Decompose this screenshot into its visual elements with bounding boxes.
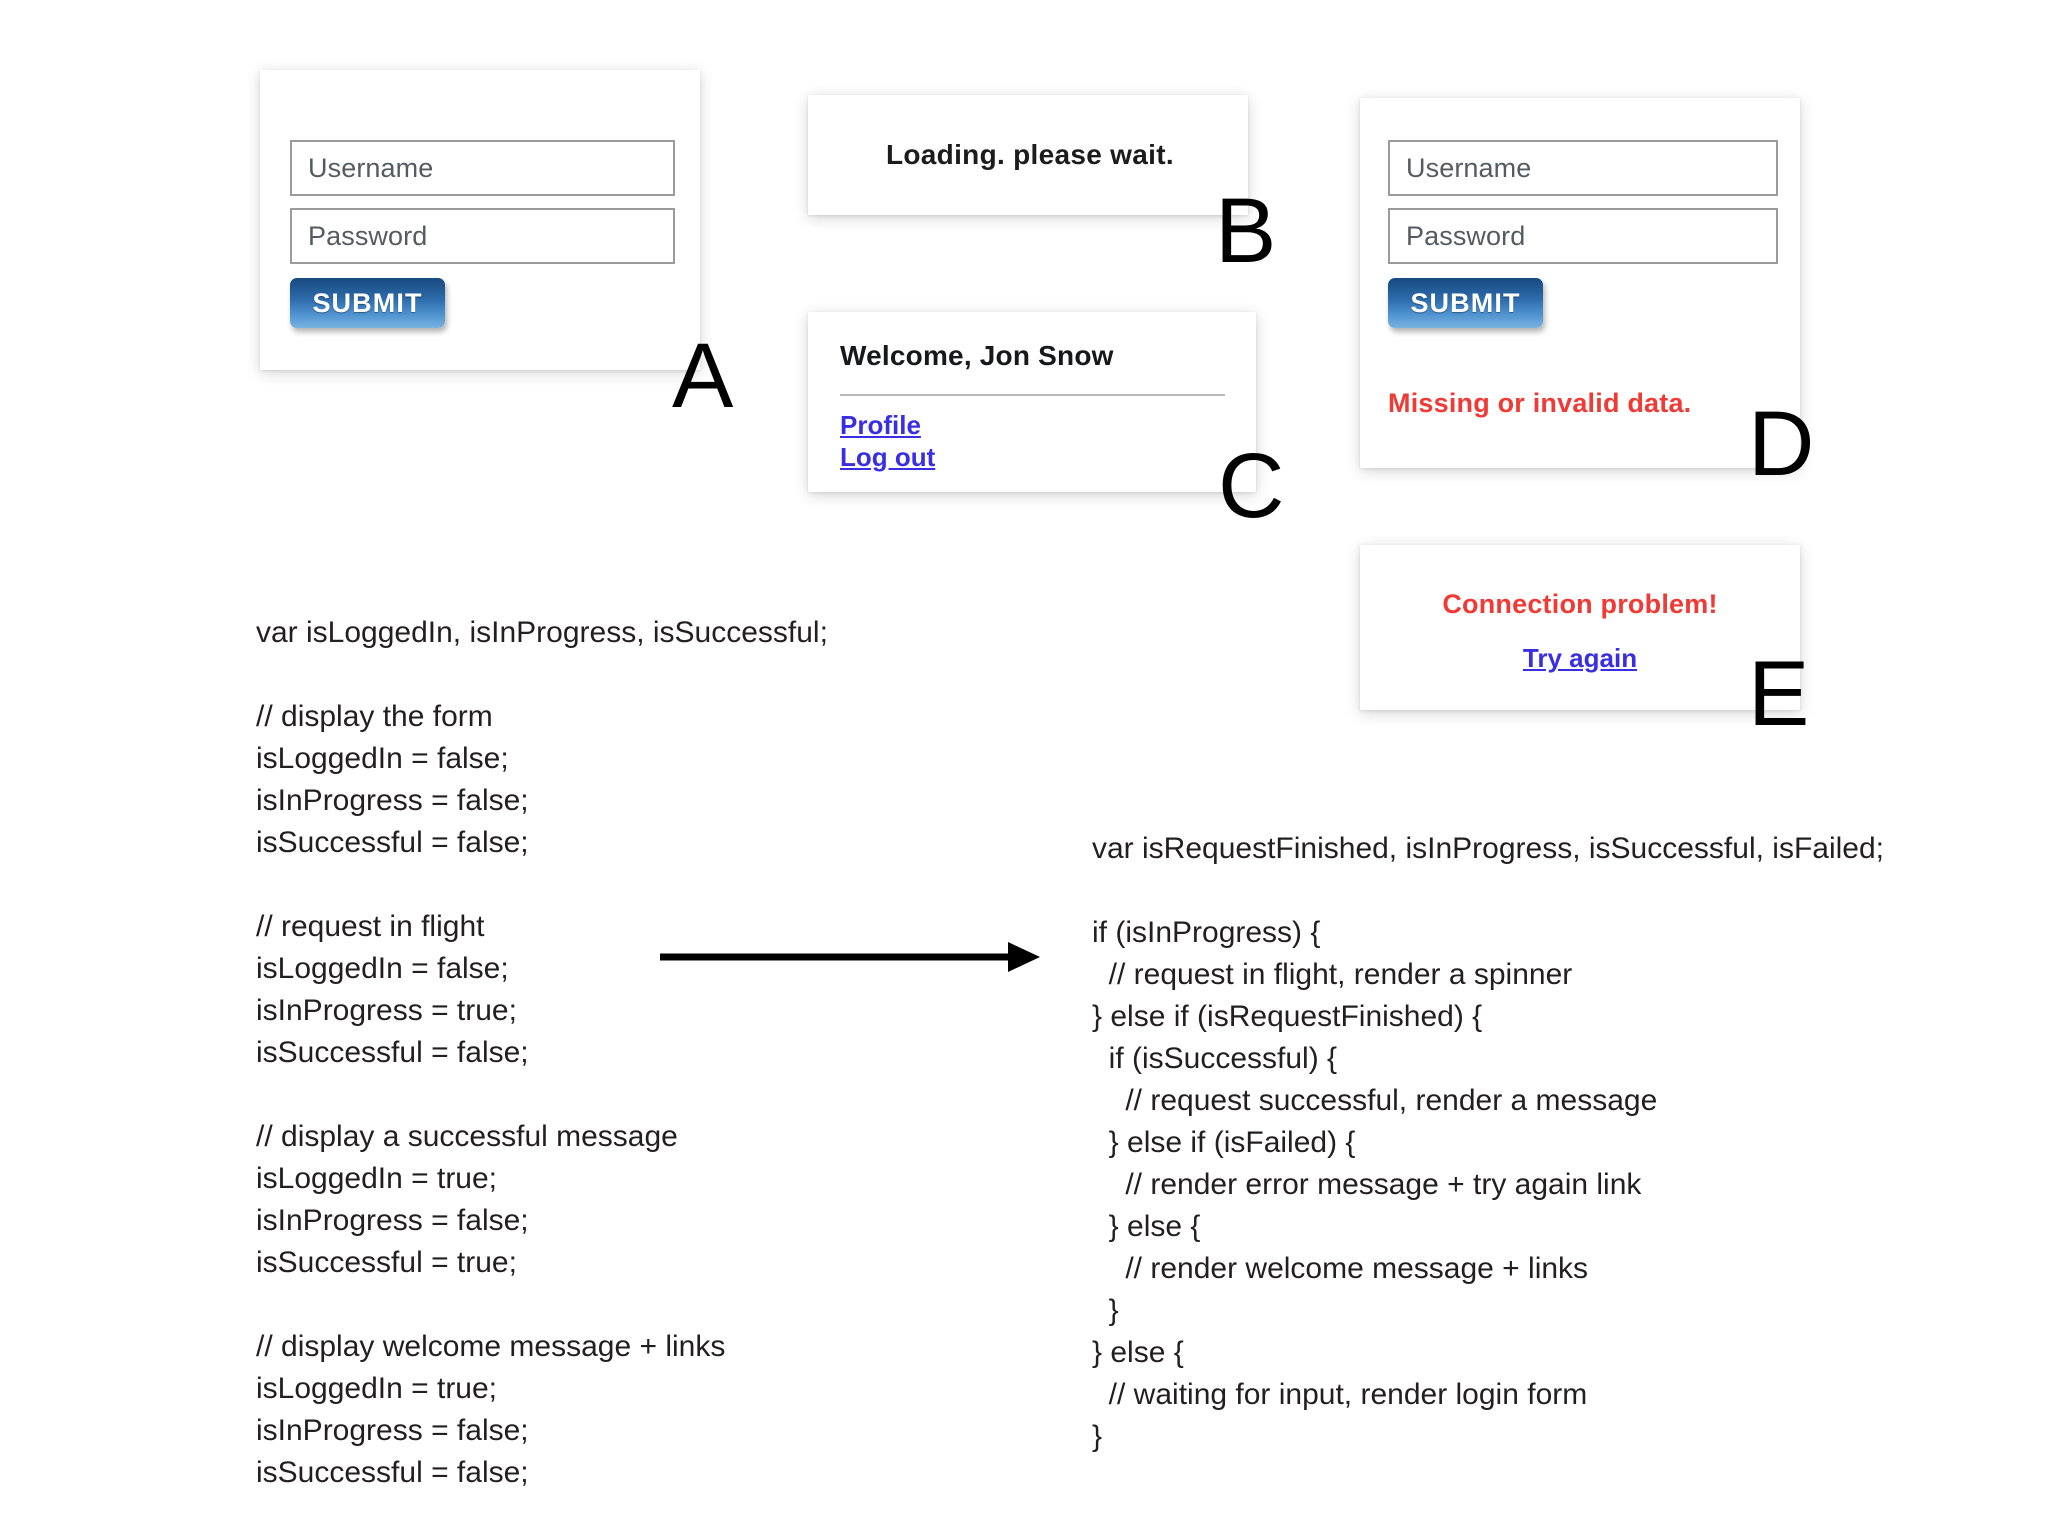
- password-placeholder-d: Password: [1406, 220, 1526, 251]
- welcome-divider: [840, 394, 1225, 396]
- username-field-a[interactable]: Username: [290, 140, 675, 196]
- password-field-d[interactable]: Password: [1388, 208, 1778, 264]
- password-placeholder-a: Password: [308, 220, 428, 251]
- code-block-right: var isRequestFinished, isInProgress, isS…: [1092, 832, 1884, 1453]
- panel-a-card: Username Password SUBMIT: [260, 70, 700, 370]
- submit-button-d[interactable]: SUBMIT: [1388, 278, 1543, 328]
- connection-error-message: Connection problem!: [1442, 589, 1718, 619]
- form-error-message: Missing or invalid data.: [1388, 388, 1692, 418]
- panel-letter-b: B: [1215, 180, 1277, 282]
- username-placeholder-d: Username: [1406, 152, 1532, 183]
- code-block-left: var isLoggedIn, isInProgress, isSuccessf…: [256, 616, 828, 1489]
- username-placeholder-a: Username: [308, 152, 434, 183]
- panel-letter-c: C: [1218, 435, 1285, 537]
- transition-arrow-icon: [660, 942, 1040, 972]
- submit-button-a[interactable]: SUBMIT: [290, 278, 445, 328]
- panel-c-card: Welcome, Jon Snow Profile Log out: [808, 312, 1256, 492]
- loading-message: Loading. please wait.: [886, 139, 1174, 170]
- panel-e-card: Connection problem! Try again: [1360, 545, 1800, 710]
- try-again-link[interactable]: Try again: [1522, 643, 1638, 673]
- panel-letter-e: E: [1748, 643, 1810, 745]
- welcome-heading: Welcome, Jon Snow: [840, 340, 1114, 371]
- panel-d-card: Username Password SUBMIT Missing or inva…: [1360, 98, 1800, 468]
- password-field-a[interactable]: Password: [290, 208, 675, 264]
- panel-b-card: Loading. please wait.: [808, 95, 1248, 215]
- panel-letter-a: A: [672, 325, 734, 427]
- username-field-d[interactable]: Username: [1388, 140, 1778, 196]
- profile-link[interactable]: Profile: [840, 410, 921, 440]
- logout-link[interactable]: Log out: [840, 442, 936, 472]
- panel-letter-d: D: [1748, 393, 1815, 495]
